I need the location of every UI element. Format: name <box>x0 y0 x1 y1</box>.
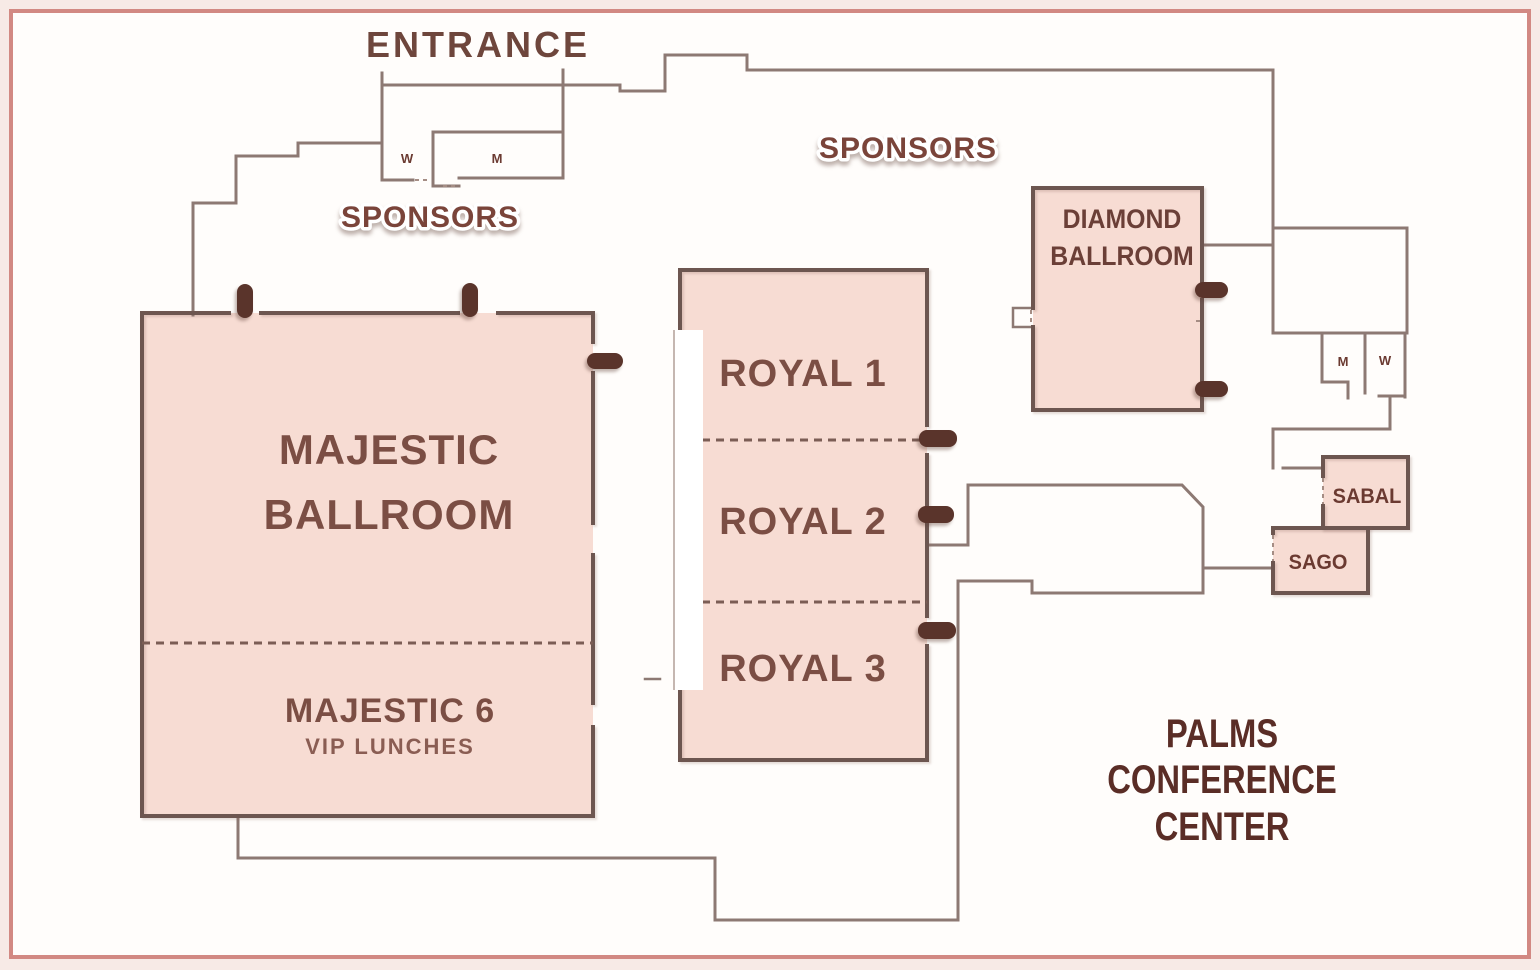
sago-border <box>1271 526 1370 595</box>
majestic6-label: MAJESTIC 6 <box>285 692 495 730</box>
door-dashes <box>415 179 1324 561</box>
north-wall <box>560 53 1275 335</box>
venue-name-line2: CONFERENCE <box>1107 757 1337 802</box>
door-marker <box>918 622 956 639</box>
royal3-label: ROYAL 3 <box>719 648 887 690</box>
majestic-label-line2: BALLROOM <box>264 491 515 538</box>
royal1-label: ROYAL 1 <box>719 353 887 395</box>
diamond-label-line1: DIAMOND <box>1063 205 1182 234</box>
venue-name-line1: PALMS <box>1166 711 1278 756</box>
majestic-border <box>140 311 595 818</box>
door-marker <box>237 284 253 318</box>
corridor-walls <box>191 53 1409 922</box>
majestic-label-line1: MAJESTIC <box>279 426 499 473</box>
east-women-restroom-label: W <box>1379 353 1392 368</box>
sponsors-north-label: SPONSORS <box>819 132 997 165</box>
vip-lunches-label: VIP LUNCHES <box>305 734 475 759</box>
door-marker <box>1195 381 1228 397</box>
door-marker <box>462 283 478 317</box>
sabal-label: SABAL <box>1333 485 1402 509</box>
royal-rooms-block <box>680 270 927 760</box>
room-borders <box>140 186 1410 818</box>
venue-name-line3: CENTER <box>1155 804 1290 849</box>
entrance-label: ENTRANCE <box>366 24 590 65</box>
sabal-room <box>1323 457 1408 528</box>
east-men-restroom-label: M <box>1338 354 1349 369</box>
royal2-label: ROYAL 2 <box>719 501 887 543</box>
door-marker <box>587 353 623 369</box>
royal-airwall-overlay <box>673 330 703 690</box>
diamond-border <box>1031 186 1204 412</box>
west-stepped-wall <box>191 141 384 317</box>
partition-dividers <box>142 438 927 645</box>
sponsors-west-label: SPONSORS <box>341 201 519 234</box>
south-corridor-walls <box>236 814 960 922</box>
door-marker <box>919 430 957 447</box>
labels: ENTRANCE SPONSORS SPONSORS MAJESTIC BALL… <box>264 24 1402 849</box>
east-corridor-walls <box>1200 226 1409 470</box>
door-marker <box>1195 282 1228 298</box>
diamond-ballroom-room <box>1033 188 1202 410</box>
majestic-ballroom-room <box>142 313 593 816</box>
diamond-west-notch <box>1011 306 1035 329</box>
central-lobby-walls <box>925 483 1275 922</box>
diamond-label-line2: BALLROOM <box>1050 242 1193 271</box>
entrance-men-restroom-label: M <box>492 151 503 166</box>
door-marker <box>918 506 954 523</box>
sago-label: SAGO <box>1289 551 1348 575</box>
room-fills <box>142 188 1408 816</box>
sago-room <box>1273 528 1368 593</box>
entrance-women-restroom-label: W <box>401 151 414 166</box>
door-markers <box>237 282 1228 639</box>
